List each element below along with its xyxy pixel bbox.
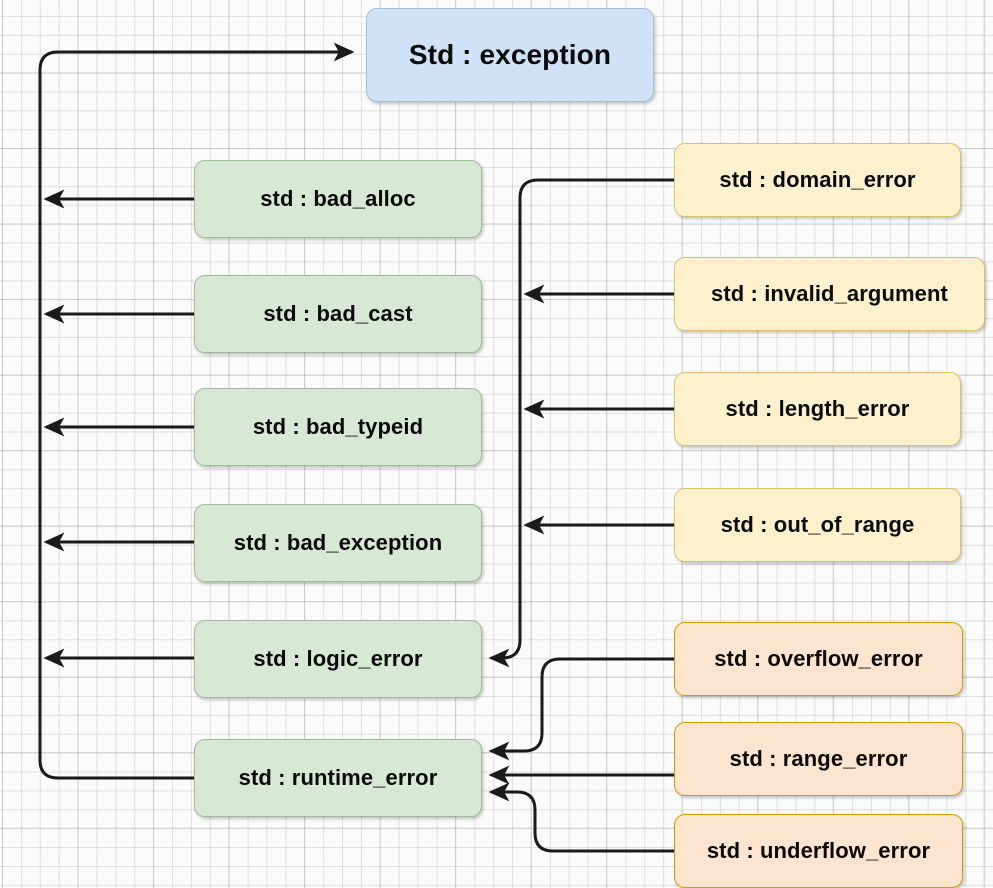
node-label: std : runtime_error <box>238 765 438 791</box>
node-std-range-error[interactable]: std : range_error <box>674 722 963 796</box>
edge-overflow-error-to-runtime-error <box>488 657 674 761</box>
node-std-bad-typeid[interactable]: std : bad_typeid <box>194 388 482 466</box>
node-std-bad-exception[interactable]: std : bad_exception <box>194 504 482 582</box>
node-std-runtime-error[interactable]: std : runtime_error <box>194 739 482 817</box>
node-label: Std : exception <box>408 39 612 71</box>
node-label: std : domain_error <box>719 167 916 193</box>
node-std-domain-error[interactable]: std : domain_error <box>674 143 961 217</box>
node-std-overflow-error[interactable]: std : overflow_error <box>674 622 963 696</box>
node-label: std : bad_exception <box>233 530 443 556</box>
node-label: std : bad_typeid <box>252 414 424 440</box>
edge-mid-trunk-to-logic-error <box>488 178 674 668</box>
node-label: std : underflow_error <box>706 838 931 864</box>
node-label: std : overflow_error <box>714 646 923 672</box>
node-std-out-of-range[interactable]: std : out_of_range <box>674 488 961 562</box>
node-label: std : length_error <box>725 396 910 422</box>
node-label: std : logic_error <box>253 646 423 672</box>
node-label: std : range_error <box>729 746 908 772</box>
node-std-logic-error[interactable]: std : logic_error <box>194 620 482 698</box>
node-std-bad-alloc[interactable]: std : bad_alloc <box>194 160 482 238</box>
connector-layer <box>38 42 674 853</box>
edge-trunk-to-exception <box>38 42 355 780</box>
node-std-invalid-argument[interactable]: std : invalid_argument <box>674 257 985 331</box>
node-label: std : bad_cast <box>263 301 413 327</box>
node-label: std : invalid_argument <box>711 281 948 307</box>
node-std-length-error[interactable]: std : length_error <box>674 372 961 446</box>
edge-underflow-error-to-runtime-error <box>488 782 674 853</box>
node-label: std : bad_alloc <box>260 186 416 212</box>
node-label: std : out_of_range <box>720 512 915 538</box>
node-std-exception[interactable]: Std : exception <box>366 8 654 102</box>
diagram-canvas: Std : exception std : bad_alloc std : ba… <box>38 8 985 888</box>
node-std-underflow-error[interactable]: std : underflow_error <box>674 814 963 888</box>
node-std-bad-cast[interactable]: std : bad_cast <box>194 275 482 353</box>
